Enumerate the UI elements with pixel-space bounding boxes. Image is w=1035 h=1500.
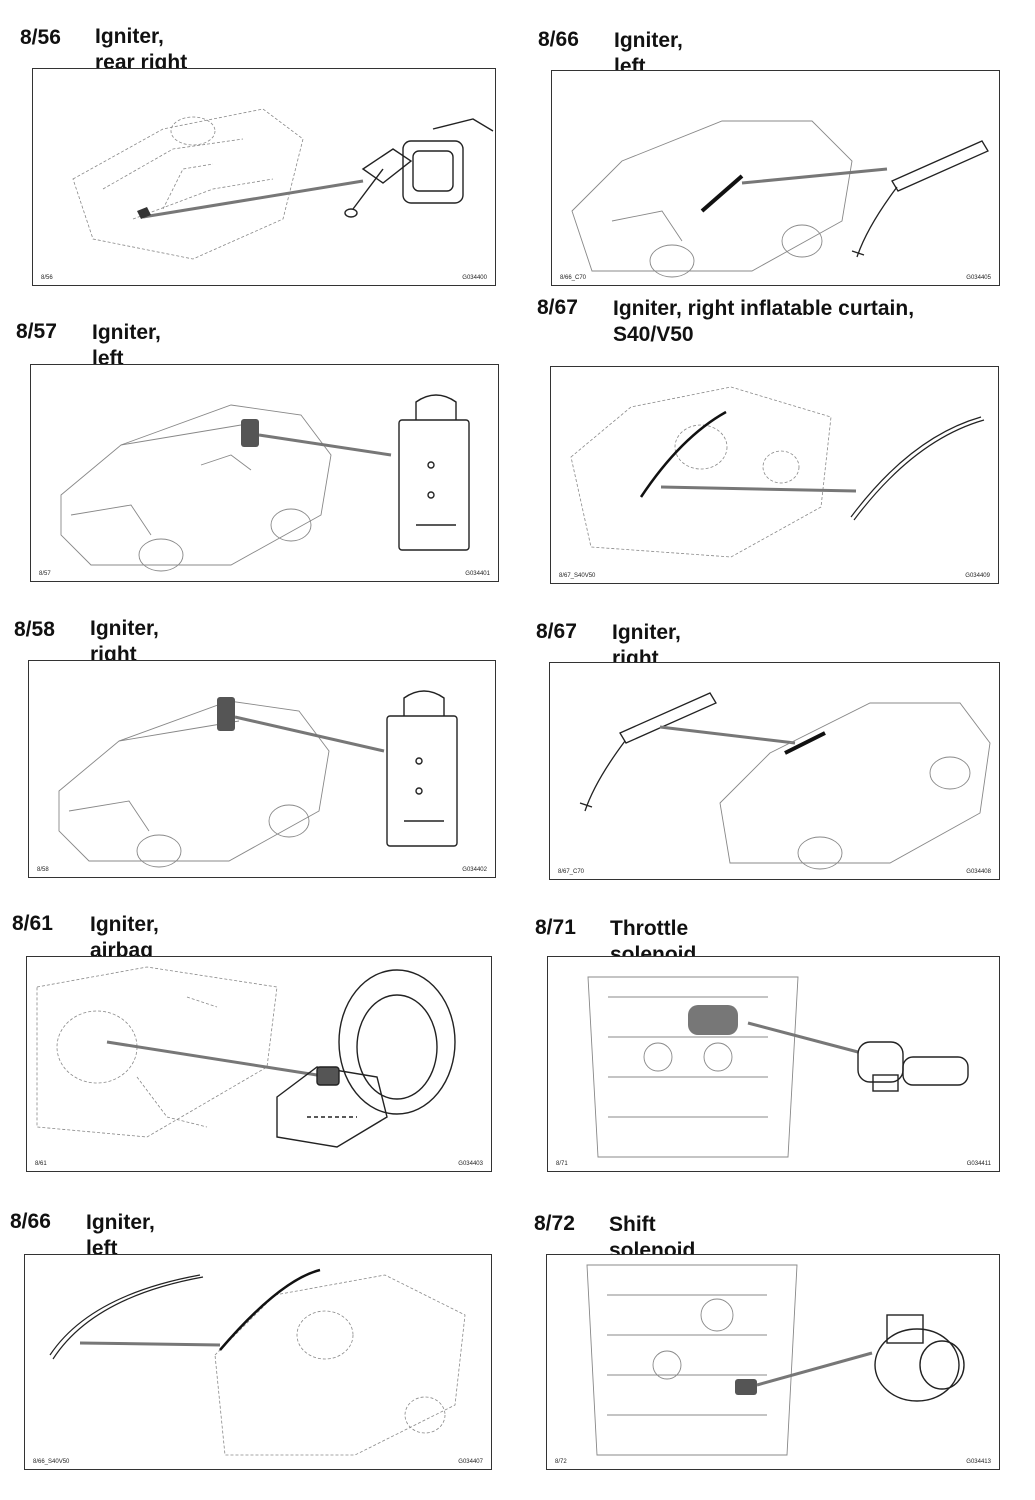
illustration-frame: 8/67_S40V50 G034409	[550, 366, 999, 584]
component-code: 8/71	[535, 916, 576, 939]
component-code: 8/56	[20, 26, 61, 49]
figure-id: G034408	[966, 869, 991, 875]
car-convertible-anti-roll-bar-illustration	[60, 394, 470, 572]
component-title: Igniter, right inflatable curtain, S40/V…	[613, 297, 915, 346]
figure-id: G034407	[458, 1459, 483, 1465]
valve-body-solenoid-illustration	[586, 1264, 965, 1456]
component-code: 8/58	[14, 618, 55, 641]
illustration-frame: 8/66_S40V50 G034407	[24, 1254, 492, 1470]
component-code: 8/72	[534, 1212, 575, 1235]
car-interior-belt-tensioner-illustration	[72, 108, 494, 260]
figure-id: G034402	[462, 867, 487, 873]
figure-reference: 8/67_C70	[558, 869, 585, 875]
component-code: 8/67	[536, 620, 577, 643]
car-convertible-anti-roll-bar-illustration	[58, 690, 458, 868]
illustration-frame: 8/61 G034403	[26, 956, 492, 1172]
illustration-frame: 8/57 G034401	[30, 364, 499, 582]
car-convertible-curtain-illustration	[571, 120, 989, 278]
figure-reference: 8/57	[39, 571, 51, 577]
figure-id: G034400	[462, 275, 487, 281]
illustration-frame: 8/58 G034402	[28, 660, 496, 878]
component-code: 8/66	[10, 1210, 51, 1233]
illustration-frame: 8/66_C70 G034405	[551, 70, 1000, 286]
figure-reference: 8/61	[35, 1161, 47, 1167]
figure-id: G034403	[458, 1161, 483, 1167]
component-code: 8/57	[16, 320, 57, 343]
figure-id: G034411	[966, 1161, 991, 1167]
component-code: 8/66	[538, 28, 579, 51]
component-code: 8/67	[537, 296, 578, 319]
illustration-frame: 8/72 G034413	[546, 1254, 1000, 1470]
illustration-frame: 8/56 G034400	[32, 68, 496, 286]
figure-reference: 8/71	[556, 1161, 568, 1167]
component-code: 8/61	[12, 912, 53, 935]
figure-reference: 8/66_C70	[560, 275, 587, 281]
figure-id: G034401	[465, 571, 490, 577]
figure-reference: 8/66_S40V50	[33, 1459, 70, 1465]
valve-body-solenoid-illustration	[587, 976, 969, 1158]
inflatable-curtain-illustration	[570, 386, 985, 558]
figure-reference: 8/67_S40V50	[559, 573, 596, 579]
illustration-frame: 8/67_C70 G034408	[549, 662, 1000, 880]
figure-reference: 8/58	[37, 867, 49, 873]
figure-id: G034405	[966, 275, 991, 281]
figure-id: G034409	[965, 573, 990, 579]
figure-reference: 8/72	[555, 1459, 567, 1465]
illustration-frame: 8/71 G034411	[547, 956, 1000, 1172]
figure-reference: 8/56	[41, 275, 53, 281]
car-convertible-curtain-illustration	[579, 692, 991, 870]
steering-wheel-airbag-illustration	[36, 966, 456, 1148]
inflatable-curtain-illustration	[49, 1268, 466, 1456]
figure-id: G034413	[966, 1459, 991, 1465]
